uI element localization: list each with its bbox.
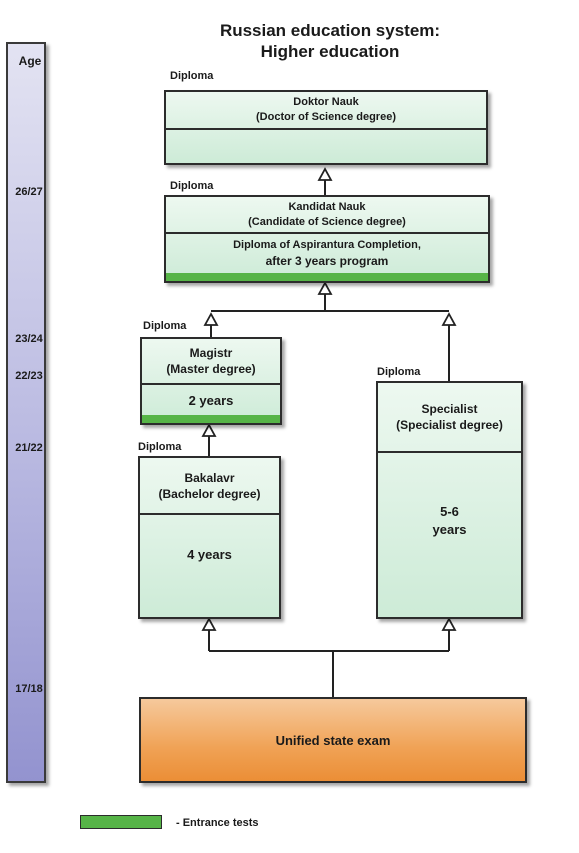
specialist-duration-line-1: 5-6 [440, 503, 459, 519]
specialist-divider [378, 451, 521, 453]
unified-state-exam-box: Unified state exam [139, 697, 527, 783]
arrow-from-magistr [203, 312, 219, 326]
magistr-name: Magistr [189, 346, 233, 360]
magistr-entrance-test-bar [142, 415, 280, 423]
kandidat-entrance-test-bar [166, 273, 488, 281]
magistr-duration: 2 years [188, 393, 234, 408]
diploma-label-magistr: Diploma [143, 320, 187, 332]
diploma-label-specialist: Diploma [377, 366, 421, 378]
kandidat-nauk-program: Diploma of Aspirantura Completion, after… [166, 234, 488, 272]
age-mark-21-22: 21/22 [15, 442, 43, 454]
age-bar [6, 42, 46, 783]
specialist-duration-line-2: years [432, 521, 467, 537]
doktor-nauk-name: Doktor Nauk [293, 96, 359, 108]
specialist-box: Specialist (Specialist degree) 5-6 years [376, 381, 523, 619]
arrow-from-specialist [441, 312, 457, 326]
diploma-label-bakalavr: Diploma [138, 441, 182, 453]
kandidat-nauk-header: Kandidat Nauk (Candidate of Science degr… [166, 197, 488, 233]
age-heading: Age [18, 54, 42, 68]
magistr-duration-cell: 2 years [142, 385, 280, 417]
age-mark-23-24: 23/24 [15, 333, 43, 345]
magistr-subtitle: (Master degree) [166, 362, 256, 376]
arrow-to-specialist [441, 617, 457, 631]
kandidat-nauk-name: Kandidat Nauk [288, 201, 366, 213]
specialist-subtitle: (Specialist degree) [396, 418, 503, 432]
bakalavr-box: Bakalavr (Bachelor degree) 4 years [138, 456, 281, 619]
diploma-label-kandidat: Diploma [170, 180, 214, 192]
age-mark-22-23: 22/23 [15, 370, 43, 382]
age-mark-17-18: 17/18 [15, 683, 43, 695]
kandidat-nauk-box: Kandidat Nauk (Candidate of Science degr… [164, 195, 490, 283]
unified-state-exam-label: Unified state exam [275, 732, 391, 748]
doktor-nauk-box: Doktor Nauk (Doctor of Science degree) [164, 90, 488, 165]
age-mark-26-27: 26/27 [15, 186, 43, 198]
magistr-divider [142, 383, 280, 385]
kandidat-nauk-divider [166, 232, 488, 234]
bakalavr-duration-cell: 4 years [140, 515, 279, 595]
bakalavr-divider [140, 513, 279, 515]
doktor-nauk-subtitle: (Doctor of Science degree) [256, 111, 396, 123]
arrow-to-magistr [201, 423, 217, 437]
arrow-to-bakalavr [201, 617, 217, 631]
diagram-title: Russian education system: Higher educati… [180, 20, 480, 62]
kandidat-nauk-subtitle: (Candidate of Science degree) [248, 216, 406, 228]
bakalavr-duration: 4 years [187, 547, 232, 562]
legend-entrance-tests-label: - Entrance tests [176, 817, 259, 829]
specialist-name: Specialist [421, 402, 478, 416]
kandidat-nauk-program-line-2: after 3 years program [265, 253, 389, 268]
doktor-nauk-header: Doktor Nauk (Doctor of Science degree) [166, 92, 486, 128]
doktor-nauk-divider [166, 128, 486, 130]
title-line-2: Higher education [260, 42, 400, 61]
magistr-header: Magistr (Master degree) [142, 339, 280, 383]
diploma-label-doktor: Diploma [170, 70, 214, 82]
specialist-header: Specialist (Specialist degree) [378, 383, 521, 451]
magistr-box: Magistr (Master degree) 2 years [140, 337, 282, 425]
bakalavr-subtitle: (Bachelor degree) [158, 486, 261, 501]
specialist-duration-cell: 5-6 years [378, 453, 521, 588]
legend-entrance-tests-swatch [80, 815, 162, 829]
arrow-to-kandidat [317, 281, 333, 295]
bakalavr-header: Bakalavr (Bachelor degree) [140, 458, 279, 513]
title-line-1: Russian education system: [219, 21, 441, 40]
arrow-to-doktor [317, 167, 333, 181]
kandidat-nauk-program-line-1: Diploma of Aspirantura Completion, [233, 238, 421, 251]
bakalavr-name: Bakalavr [184, 470, 235, 485]
